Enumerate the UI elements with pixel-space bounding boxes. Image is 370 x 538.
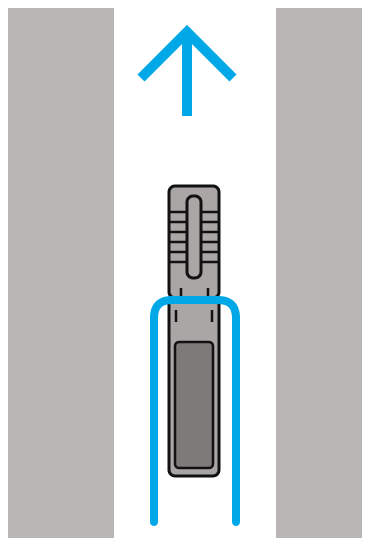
usb-connector-icon <box>167 184 221 478</box>
arrow-up-icon <box>137 24 237 116</box>
right-side-panel <box>276 8 362 538</box>
left-side-panel <box>8 8 114 538</box>
u-shaped-guide <box>150 296 240 526</box>
